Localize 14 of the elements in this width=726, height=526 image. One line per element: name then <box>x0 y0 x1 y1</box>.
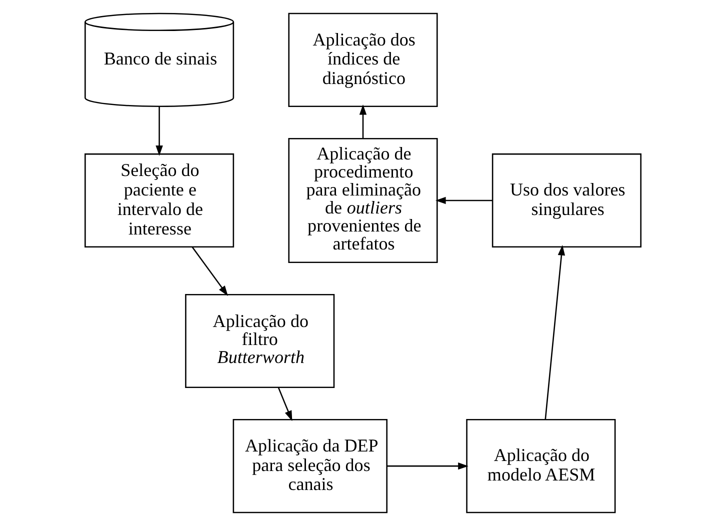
arrow <box>156 106 163 156</box>
node-box: Aplicação da DEP para seleção dos canais <box>232 419 388 514</box>
arrow <box>192 246 228 296</box>
node-box: Aplicação do filtro Butterworth <box>185 294 335 388</box>
node-box: Aplicação de procedimento para eliminação de outliers provenientes de artefatos <box>288 138 438 263</box>
node-box: Aplicação dos índices de diagnóstico <box>288 12 438 107</box>
arrow <box>387 462 468 470</box>
arrow <box>435 196 492 204</box>
node-box: Uso dos valores singulares <box>492 153 642 248</box>
node-box: Seleção do paciente e intervalo de interesse <box>84 153 234 248</box>
arrow <box>359 104 367 138</box>
arrow <box>544 245 566 420</box>
arrow <box>278 387 292 422</box>
node-box: Aplicação do modelo AESM <box>466 419 616 514</box>
